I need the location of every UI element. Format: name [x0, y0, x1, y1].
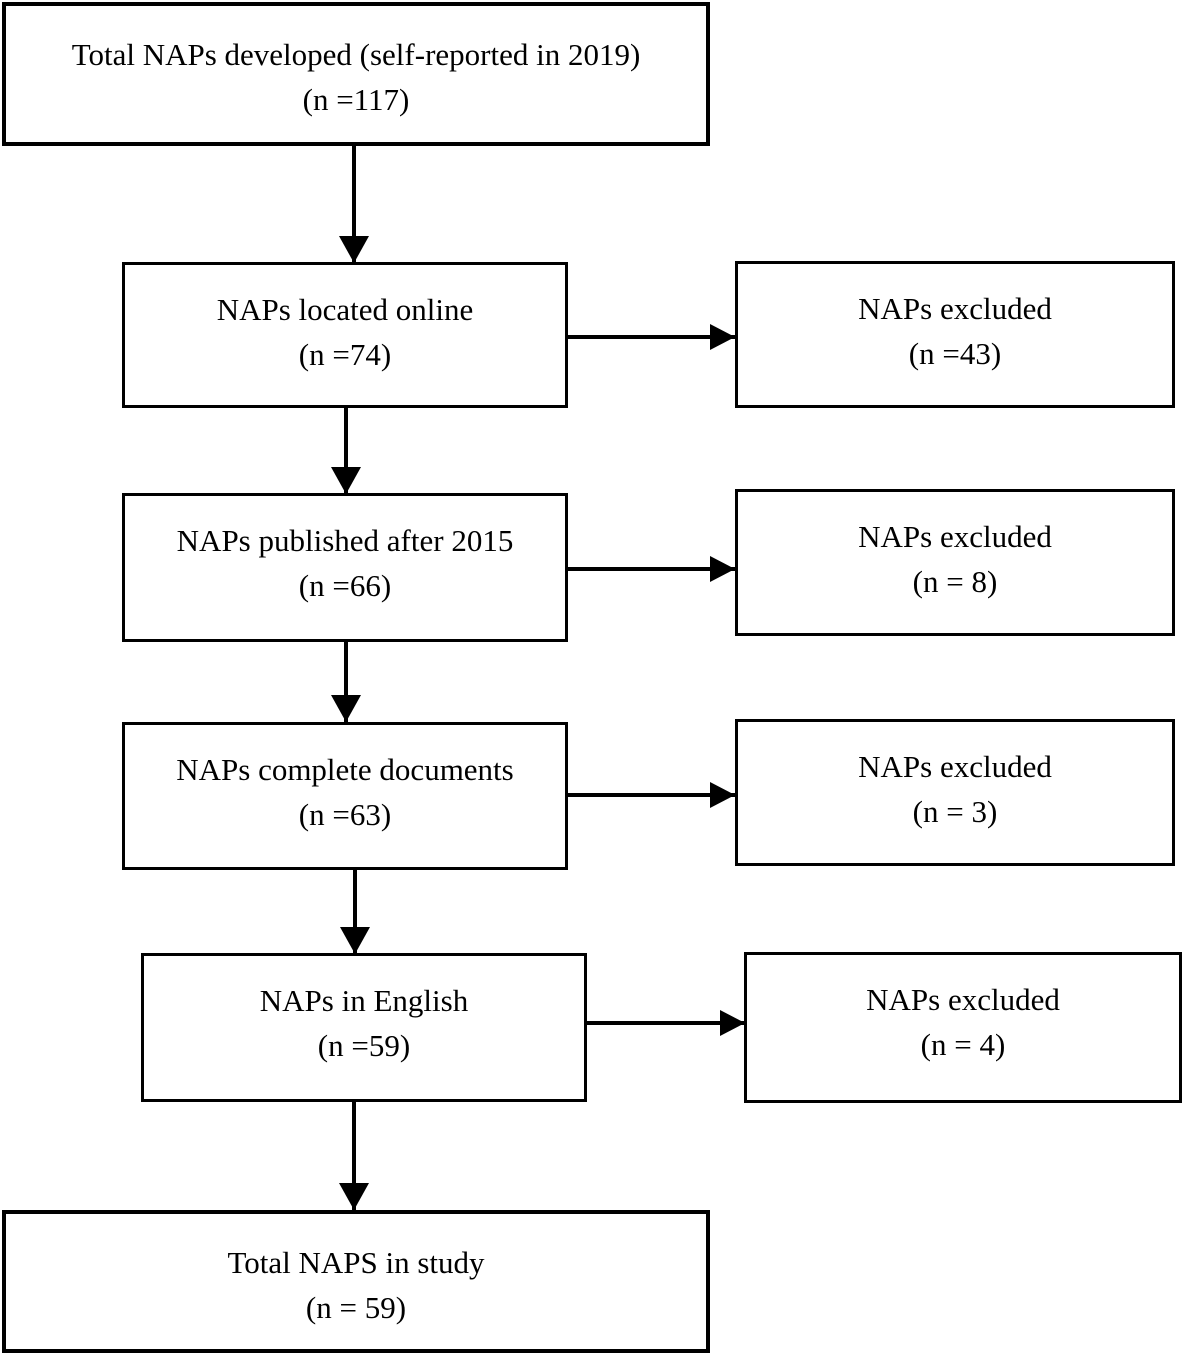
right-arrow-connector-2 — [568, 567, 735, 571]
down-arrow-connector-5 — [352, 1102, 356, 1210]
box-count: (n =43) — [908, 336, 1002, 371]
box-label: NAPs excluded — [858, 749, 1052, 784]
box-label: NAPs in English — [259, 983, 469, 1018]
box-total-developed: Total NAPs developed (self-reported in 2… — [2, 2, 710, 146]
box-excluded-incomplete: NAPs excluded (n = 3) — [735, 719, 1175, 866]
down-arrow-connector-2 — [344, 408, 348, 494]
box-count: (n =74) — [298, 337, 392, 372]
box-count: (n =117) — [302, 82, 410, 117]
box-label: NAPs complete documents — [176, 752, 514, 787]
box-label: NAPs published after 2015 — [176, 523, 514, 558]
box-count: (n = 59) — [305, 1290, 407, 1325]
box-complete-documents: NAPs complete documents (n =63) — [122, 722, 568, 870]
box-excluded-not-online: NAPs excluded (n =43) — [735, 261, 1175, 408]
down-arrow-connector-4 — [353, 870, 357, 954]
right-arrow-connector-3 — [568, 793, 735, 797]
box-label: NAPs excluded — [866, 982, 1060, 1017]
box-count: (n =59) — [317, 1028, 411, 1063]
box-excluded-not-english: NAPs excluded (n = 4) — [744, 952, 1182, 1103]
box-located-online: NAPs located online (n =74) — [122, 262, 568, 408]
box-label: NAPs excluded — [858, 291, 1052, 326]
box-in-english: NAPs in English (n =59) — [141, 953, 587, 1102]
box-count: (n = 3) — [912, 794, 998, 829]
box-total-in-study: Total NAPS in study (n = 59) — [2, 1210, 710, 1353]
box-label: Total NAPS in study — [227, 1245, 485, 1280]
box-label: NAPs located online — [216, 292, 474, 327]
box-count: (n =66) — [298, 568, 392, 603]
box-published-after-2015: NAPs published after 2015 (n =66) — [122, 493, 568, 642]
box-label: Total NAPs developed (self-reported in 2… — [71, 37, 641, 72]
box-count: (n = 8) — [912, 564, 998, 599]
down-arrow-connector-3 — [344, 642, 348, 722]
box-label: NAPs excluded — [858, 519, 1052, 554]
right-arrow-connector-1 — [568, 335, 735, 339]
right-arrow-connector-4 — [587, 1021, 745, 1025]
box-count: (n = 4) — [920, 1027, 1006, 1062]
box-excluded-before-2015: NAPs excluded (n = 8) — [735, 489, 1175, 636]
box-count: (n =63) — [298, 797, 392, 832]
down-arrow-connector-1 — [352, 146, 356, 263]
